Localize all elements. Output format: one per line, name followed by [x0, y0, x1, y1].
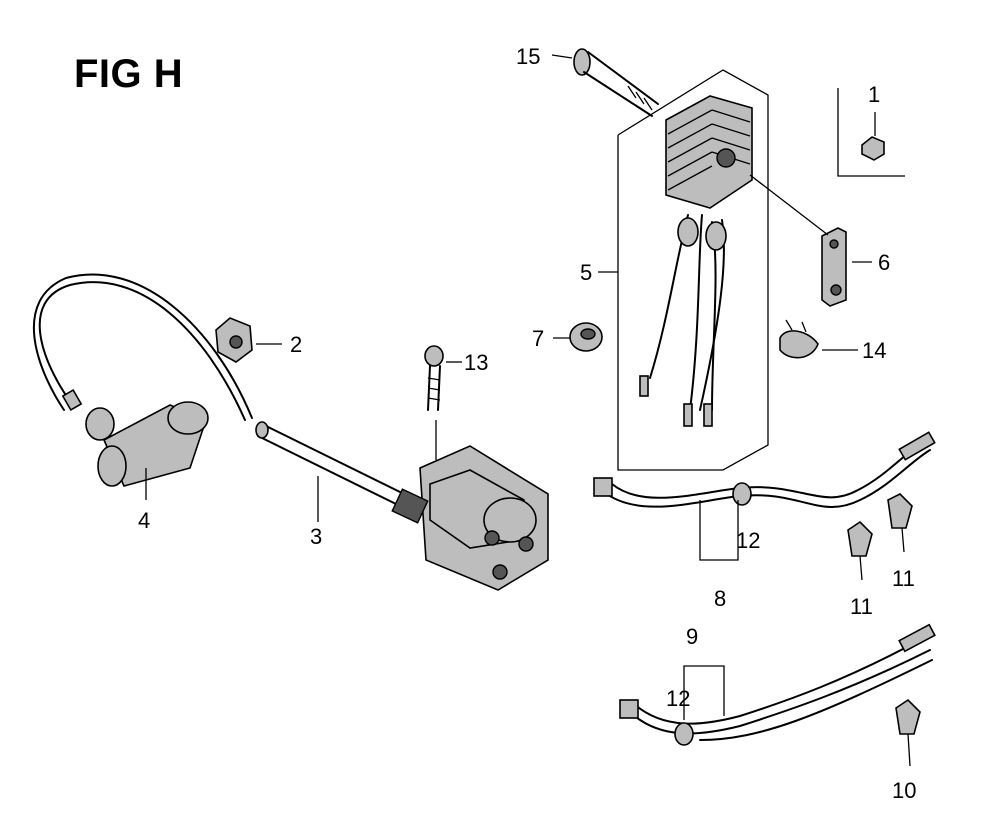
- regulator-group-outline: [617, 69, 769, 471]
- callout-13: 13: [464, 350, 488, 375]
- callout-12-lower: 12: [666, 686, 690, 711]
- part-14-clip: [779, 319, 858, 359]
- callout-8: 8: [714, 586, 726, 611]
- part-11-clip-a: [847, 520, 873, 581]
- part-3-ignition-coil: [255, 421, 549, 591]
- callout-4: 4: [138, 508, 150, 533]
- part-6-bracket: [749, 174, 872, 307]
- callout-11-left: 11: [850, 594, 873, 619]
- callout-1: 1: [868, 82, 880, 107]
- part-4-plug-cap: [32, 273, 253, 500]
- figure-title: FIG H: [74, 52, 184, 96]
- callout-12-upper: 12: [736, 528, 760, 553]
- part-7-grommet: [553, 322, 603, 352]
- callout-2: 2: [290, 332, 302, 357]
- part-15-bolt: [551, 48, 659, 117]
- callout-14: 14: [862, 338, 886, 363]
- part-8-harness: [593, 431, 936, 561]
- callout-15: 15: [516, 44, 540, 69]
- part-2-grommet: [215, 317, 282, 363]
- callout-9: 9: [686, 624, 698, 649]
- callout-3: 3: [310, 524, 322, 549]
- callout-6: 6: [878, 250, 890, 275]
- part-13-bolt: [424, 345, 462, 460]
- part-10-clip: [895, 698, 921, 767]
- part-1-nut: [837, 88, 905, 177]
- callout-11-right: 11: [892, 566, 915, 591]
- callout-7: 7: [532, 326, 544, 351]
- callout-10: 10: [892, 778, 916, 803]
- part-11-clip-b: [887, 493, 913, 553]
- part-5-regulator: [598, 95, 753, 427]
- part-9-harness: [619, 623, 936, 746]
- callout-5: 5: [580, 260, 592, 285]
